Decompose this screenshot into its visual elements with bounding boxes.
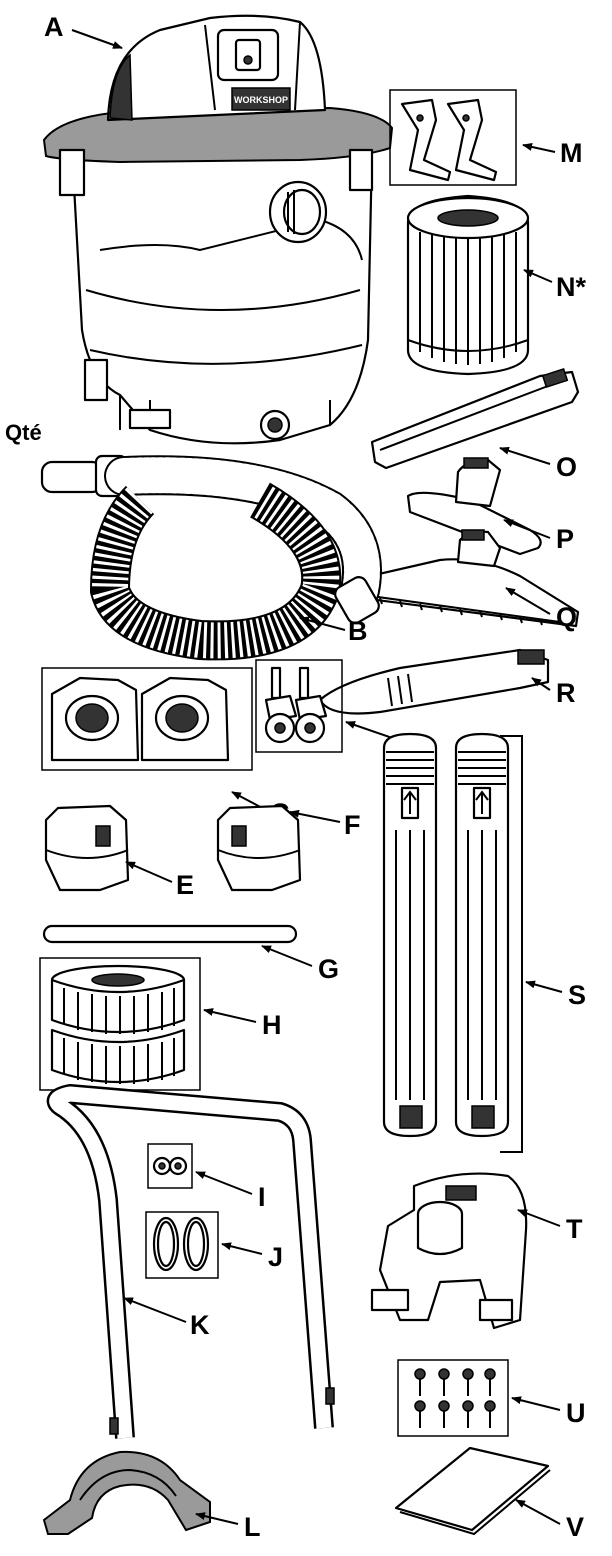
- leader-o: [499, 446, 551, 465]
- leader-q: [505, 587, 551, 615]
- label-s: S: [568, 980, 586, 1010]
- label-a: A: [44, 12, 64, 42]
- leader-t: [517, 1209, 561, 1227]
- part-n-filter: [406, 194, 530, 376]
- leader-g: [261, 945, 313, 967]
- part-j-box: [145, 1211, 219, 1279]
- part-f-housing: [216, 804, 302, 892]
- leader-s: [525, 980, 563, 993]
- label-e: E: [176, 870, 194, 900]
- label-q: Q: [556, 602, 577, 632]
- leader-b: [299, 616, 346, 631]
- part-a-vacuum: WORKSHOP: [42, 14, 394, 445]
- label-g: G: [318, 954, 339, 984]
- part-h-wheels: [50, 964, 186, 1084]
- label-l: L: [244, 1512, 261, 1542]
- part-i-box: [147, 1143, 193, 1189]
- leader-f: [289, 809, 341, 823]
- label-j: J: [268, 1242, 283, 1272]
- label-t: T: [566, 1214, 583, 1244]
- leader-j: [221, 1242, 263, 1255]
- leader-i: [195, 1171, 253, 1195]
- part-m-box: [389, 89, 517, 186]
- part-u-box: [397, 1359, 509, 1437]
- leader-n: [523, 269, 553, 283]
- part-t-caddy: [370, 1172, 528, 1330]
- label-o: O: [556, 452, 577, 482]
- part-e-housing: [44, 804, 130, 892]
- part-j-rings: [152, 1216, 210, 1272]
- label-v: V: [566, 1512, 584, 1542]
- qty-heading: Qté: [5, 420, 42, 445]
- leader-p: [503, 519, 551, 539]
- leader-e: [125, 861, 173, 883]
- label-n: N*: [556, 272, 586, 302]
- svg-text:WORKSHOP: WORKSHOP: [234, 95, 288, 105]
- bracket-s: [500, 735, 523, 1153]
- leader-h: [203, 1008, 257, 1023]
- part-i-washers: [152, 1156, 188, 1176]
- part-r-claw-nozzle: [318, 648, 550, 715]
- label-i: I: [258, 1182, 266, 1212]
- label-h: H: [262, 1010, 282, 1040]
- part-o-crevice-tool: [370, 367, 580, 470]
- leader-u: [511, 1396, 561, 1411]
- leader-a: [71, 29, 123, 49]
- part-d-casters: [264, 666, 328, 744]
- part-m-clips: [400, 98, 498, 182]
- part-u-screws: [414, 1368, 496, 1428]
- leader-m: [522, 143, 556, 153]
- label-k: K: [190, 1310, 210, 1340]
- brand-badge: [231, 87, 291, 111]
- label-p: P: [556, 524, 574, 554]
- label-b: B: [348, 616, 368, 646]
- part-k-handle: [46, 1084, 335, 1439]
- part-c-box: [41, 667, 253, 771]
- part-d-box: [255, 659, 343, 753]
- leader-k: [123, 1297, 187, 1323]
- part-c-housings: [50, 676, 230, 762]
- part-b-hose: [40, 454, 382, 661]
- label-m: M: [560, 138, 583, 168]
- part-l-grip: [42, 1450, 211, 1535]
- label-f: F: [344, 810, 361, 840]
- leader-v: [515, 1499, 561, 1525]
- leader-l: [195, 1512, 239, 1525]
- label-u: U: [566, 1398, 586, 1428]
- leader-r: [531, 677, 551, 691]
- label-r: R: [556, 678, 576, 708]
- part-v-manual: [394, 1446, 551, 1536]
- part-g-rod: [42, 924, 298, 944]
- part-s-wands: [382, 732, 510, 1138]
